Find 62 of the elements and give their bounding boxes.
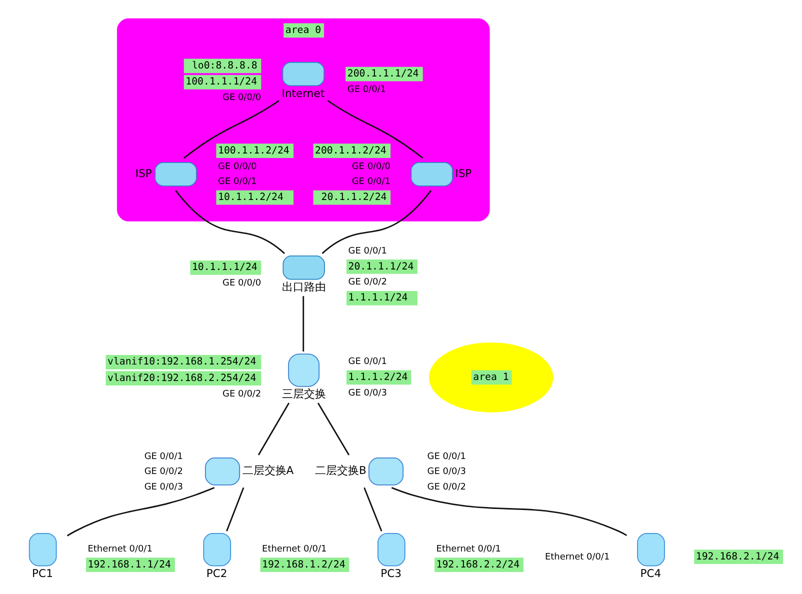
node-label: GE 0/0/3 (348, 388, 386, 398)
node-label: PC3 (380, 567, 401, 580)
node-label: 三层交换 (281, 388, 326, 401)
connector (363, 487, 382, 532)
node-label: GE 0/0/0 (218, 162, 256, 172)
node-label: 二层交换B (314, 464, 366, 478)
node-label: 10.1.1.2/24 (218, 192, 283, 204)
node-label: ISP (134, 167, 152, 180)
node-label: GE 0/0/1 (144, 452, 182, 462)
connector (226, 487, 244, 532)
node-label: PC4 (640, 567, 661, 580)
node-label: Internet (281, 87, 324, 100)
node-label: PC1 (32, 567, 52, 580)
node-ellipse: area 1 (428, 342, 553, 412)
node-label: 100.1.1.2/24 (218, 145, 289, 156)
node-label: PC2 (206, 567, 227, 580)
connector (302, 296, 304, 352)
node-label: lo0:8.8.8.8 (191, 60, 257, 72)
node-label: 100.1.1.1/24 (185, 76, 257, 88)
node-label: Ethernet 0/0/1 (87, 544, 152, 554)
node-label: GE 0/0/3 (426, 467, 466, 478)
node-label: GE 0/0/1 (351, 177, 390, 188)
node-label: 192.168.2.2/24 (436, 559, 520, 570)
connector (66, 487, 214, 536)
node-label: ISP (454, 167, 472, 180)
node-label: GE 0/0/1 (348, 246, 386, 256)
node-label: 10.1.1.1/24 (191, 262, 257, 274)
node-label: 192.168.1.1/24 (87, 559, 170, 570)
node-label: 出口路由 (281, 280, 326, 294)
node-label: GE 0/0/1 (346, 85, 386, 96)
node-label: 200.1.1.1/24 (346, 68, 418, 80)
node-label: vlanif10:192.168.1.254/24 (107, 356, 256, 368)
connector (326, 100, 423, 159)
node-label: GE 0/0/0 (222, 278, 261, 289)
node-label: 1.1.1.2/24 (348, 372, 408, 383)
node-label: 192.168.1.2/24 (262, 559, 345, 570)
node-label: 200.1.1.2/24 (314, 145, 386, 156)
node-label: GE 0/0/3 (144, 482, 182, 492)
node-label: 20.1.1.1/24 (348, 261, 414, 272)
node-label: 20.1.1.2/24 (320, 192, 386, 204)
node-label: GE 0/0/0 (222, 93, 261, 104)
connector (183, 100, 279, 159)
node-label: 192.168.2.1/24 (695, 551, 779, 562)
node-label: Ethernet 0/0/1 (262, 544, 326, 554)
connector (390, 487, 627, 536)
node-label: GE 0/0/1 (348, 356, 386, 367)
connector (321, 190, 432, 254)
node-label: 1.1.1.1/24 (348, 292, 408, 304)
node-label: GE 0/0/1 (426, 452, 466, 462)
node-label: Ethernet 0/0/1 (544, 552, 610, 562)
connector (174, 190, 284, 254)
node-label: GE 0/0/2 (222, 389, 261, 400)
node-label: GE 0/0/0 (351, 162, 390, 172)
node-label: 二层交换A (242, 464, 294, 478)
node-label: GE 0/0/2 (144, 467, 182, 478)
node-label: GE 0/0/1 (218, 177, 256, 188)
node-label: GE 0/0/2 (348, 278, 386, 288)
node-label: vlanif20:192.168.2.254/24 (107, 372, 256, 384)
connector (257, 402, 290, 456)
connector (316, 402, 350, 456)
node-label: Ethernet 0/0/1 (436, 544, 500, 554)
node-label: GE 0/0/2 (426, 482, 466, 492)
